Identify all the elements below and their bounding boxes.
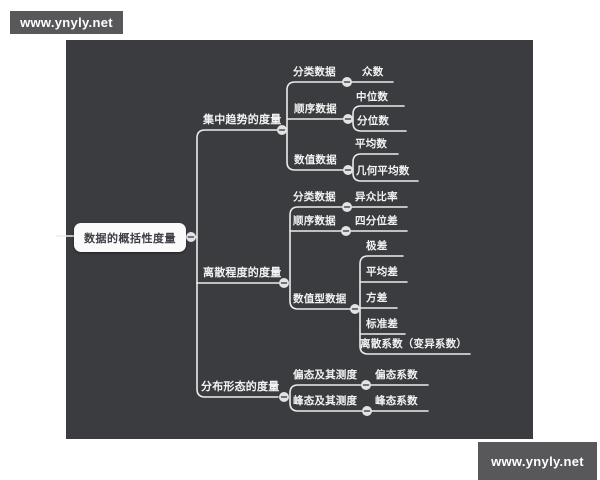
topic-median[interactable]: 中位数	[356, 91, 389, 103]
bracket-ordinal-central	[352, 105, 407, 132]
bracket-shape	[289, 384, 363, 412]
watermark-top-left: www.ynyly.net	[10, 11, 123, 34]
collapse-icon-numeric-dispersion[interactable]	[350, 304, 360, 314]
topic-numeric-central[interactable]: 数值数据	[294, 154, 337, 166]
bracket-central	[286, 81, 344, 171]
collapse-icon-dispersion[interactable]	[279, 278, 289, 288]
collapse-icon-kurtosis[interactable]	[362, 406, 372, 416]
topic-quartile-deviation[interactable]: 四分位差	[355, 215, 398, 227]
topic-quantile[interactable]: 分位数	[357, 115, 390, 127]
topic-categorical-dispersion[interactable]: 分类数据	[293, 191, 336, 203]
collapse-icon-root[interactable]	[186, 232, 196, 242]
bracket-dispersion	[289, 206, 351, 310]
collapse-icon-numeric-central[interactable]	[343, 165, 353, 175]
root-topic-label: 数据的概括性度量	[84, 232, 176, 245]
topic-geometric-mean[interactable]: 几何平均数	[356, 165, 410, 177]
topic-mean[interactable]: 平均数	[355, 138, 388, 150]
topic-mode[interactable]: 众数	[362, 66, 384, 78]
topic-ordinal-dispersion[interactable]: 顺序数据	[293, 215, 336, 227]
collapse-icon-categorical-central[interactable]	[342, 77, 352, 87]
collapse-icon-ordinal-central[interactable]	[343, 114, 353, 124]
watermark-bottom-right: www.ynyly.net	[478, 442, 597, 480]
topic-numeric-dispersion[interactable]: 数值型数据	[293, 293, 347, 305]
topic-kurtosis-coefficient[interactable]: 峰态系数	[375, 395, 418, 407]
topic-kurtosis-measure[interactable]: 峰态及其测度	[293, 395, 358, 407]
topic-variation-ratio[interactable]: 异众比率	[355, 191, 398, 203]
collapse-icon-categorical-dispersion[interactable]	[342, 202, 352, 212]
topic-categorical-central[interactable]: 分类数据	[293, 66, 336, 78]
topic-skewness-measure[interactable]: 偏态及其测度	[293, 369, 358, 381]
bracket-numeric-central	[352, 153, 419, 182]
branch-bracket-root	[196, 129, 279, 398]
topic-coefficient-of-variation[interactable]: 离散系数（变异系数）	[360, 338, 467, 350]
bracket-numeric-dispersion	[359, 255, 471, 355]
topic-distribution-shape[interactable]: 分布形态的度量	[201, 381, 280, 393]
collapse-icon-central-tendency[interactable]	[277, 125, 287, 135]
topic-ordinal-central[interactable]: 顺序数据	[294, 103, 337, 115]
collapse-icon-distribution-shape[interactable]	[279, 392, 289, 402]
topic-std-deviation[interactable]: 标准差	[366, 318, 399, 330]
topic-mean-deviation[interactable]: 平均差	[366, 266, 399, 278]
topic-dispersion[interactable]: 离散程度的度量	[203, 267, 282, 279]
collapse-icon-ordinal-dispersion[interactable]	[341, 226, 351, 236]
topic-variance[interactable]: 方差	[366, 292, 388, 304]
root-topic[interactable]: 数据的概括性度量	[74, 223, 186, 252]
topic-central-tendency[interactable]: 集中趋势的度量	[203, 114, 282, 126]
topic-range[interactable]: 极差	[366, 240, 388, 252]
topic-skewness-coefficient[interactable]: 偏态系数	[375, 369, 418, 381]
collapse-icon-skewness[interactable]	[361, 380, 371, 390]
